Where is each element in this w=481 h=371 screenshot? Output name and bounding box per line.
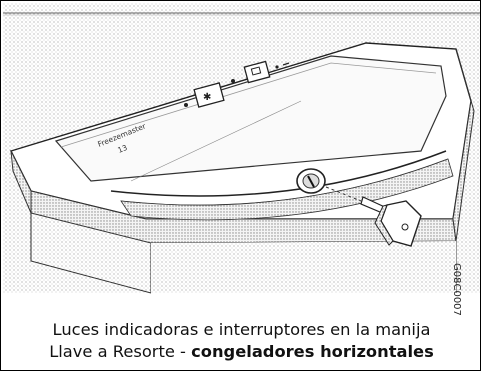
alarm-button[interactable] [243, 60, 271, 84]
insertion-guide [325, 186, 362, 202]
indicator-light-icon [184, 103, 188, 107]
freezer-handle-illustration: ✱ Freezemaster 13 [3, 3, 480, 294]
handle-ridge [110, 150, 447, 197]
key-icon [360, 196, 422, 247]
caption-line-2-prefix: Llave a Resorte - [49, 342, 192, 361]
control-panel [54, 55, 447, 182]
indicator-light-icon [231, 79, 235, 83]
indicator-light-icon [275, 65, 279, 69]
lock-keyhole-icon [296, 168, 326, 194]
figure-code: G08C0007 [451, 263, 462, 316]
caption-line-2-bold: congeladores horizontales [191, 342, 434, 361]
model-label: 13 [116, 143, 128, 155]
snowflake-icon: ✱ [203, 92, 211, 103]
figure-caption: Luces indicadoras e interruptores en la … [1, 319, 481, 363]
caption-line-2: Llave a Resorte - congeladores horizonta… [1, 341, 481, 363]
caption-line-1: Luces indicadoras e interruptores en la … [52, 320, 431, 339]
freeze-button[interactable]: ✱ [193, 82, 225, 108]
